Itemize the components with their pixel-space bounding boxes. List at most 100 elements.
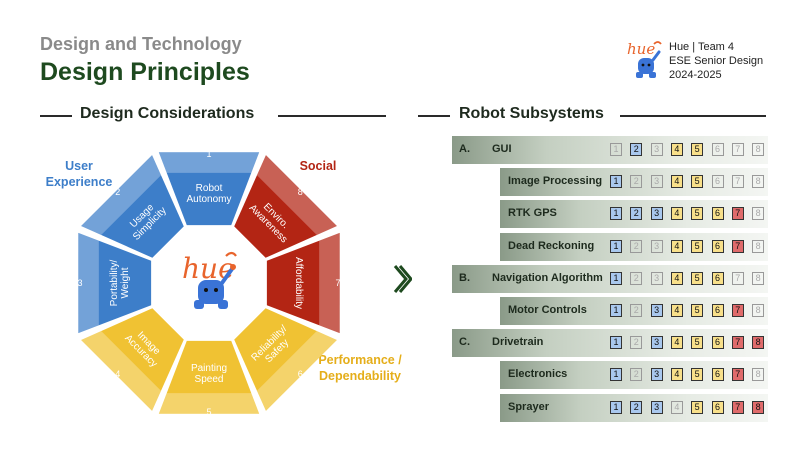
wheel-segment-number: 6 [298, 369, 303, 379]
right-rule-right [620, 115, 766, 117]
consideration-indicator-box: 7 [731, 175, 744, 189]
consideration-indicator-box: 5 [691, 336, 704, 350]
consideration-indicator-box: 3 [650, 271, 663, 285]
consideration-indicator-box: 3 [650, 239, 663, 253]
consideration-indicator-box: 4 [670, 336, 683, 350]
team-info: Hue | Team 4 ESE Senior Design 2024-2025 [669, 40, 763, 82]
consideration-indicator-box: 3 [650, 400, 663, 414]
consideration-indicator-box: 5 [691, 207, 704, 221]
consideration-indicator-box: 3 [650, 336, 663, 350]
subsystem-name: Drivetrain [492, 336, 544, 349]
subsystem-letter: C. [459, 336, 470, 349]
consideration-indicator-box: 8 [752, 207, 765, 221]
wheel-segment-band [319, 232, 340, 334]
consideration-indicator-box: 8 [752, 271, 765, 285]
consideration-indicator-box: 5 [691, 304, 704, 317]
consideration-indicator-box: 2 [630, 304, 643, 317]
consideration-indicator-box: 5 [691, 143, 704, 156]
consideration-indicator-box: 2 [630, 400, 643, 414]
consideration-indicator-box: 8 [752, 400, 765, 414]
subsystem-name: Dead Reckoning [508, 239, 595, 252]
consideration-indicator-box: 2 [630, 175, 643, 189]
wheel-segment-band [158, 393, 260, 414]
consideration-indicator-box: 4 [670, 207, 683, 221]
consideration-indicator-box: 8 [752, 368, 765, 382]
consideration-indicator-box: 4 [670, 143, 683, 156]
wheel-segment-number: 4 [115, 369, 120, 379]
consideration-indicator-box: 8 [752, 143, 765, 156]
robot-subsystems-heading: Robot Subsystems [459, 105, 604, 122]
wheel-segment-shape [78, 232, 152, 334]
team-mascot-logo: hue [627, 40, 662, 78]
subsystem-letter: B. [459, 271, 470, 284]
wheel-segment-number: 3 [77, 278, 82, 288]
wheel-segment-band [158, 152, 260, 173]
subsystem-name: Navigation Algorithm [492, 271, 603, 284]
consideration-indicator-box: 2 [630, 368, 643, 382]
consideration-indicator-box: 5 [691, 239, 704, 253]
wheel-segment-number: 7 [335, 278, 340, 288]
consideration-indicator-box: 4 [670, 175, 683, 189]
wheel-segment-band [78, 232, 99, 334]
consideration-indicator-box: 1 [610, 175, 622, 189]
subsystem-name: GUI [492, 143, 512, 155]
consideration-indicator-box: 3 [650, 304, 663, 317]
consideration-indicator-box: 5 [691, 400, 704, 414]
wheel-segment: 3 Portability/Weight [77, 232, 152, 334]
consideration-indicator-box: 1 [610, 207, 622, 221]
wheel-segment-band [81, 155, 162, 236]
consideration-indicator-box: 3 [650, 143, 663, 156]
consideration-indicator-box: 7 [731, 271, 744, 285]
consideration-indicator-box: 7 [731, 143, 744, 156]
consideration-indicator-box: 6 [711, 143, 724, 156]
consideration-indicator-box: 3 [650, 368, 663, 382]
consideration-indicator-box: 2 [630, 271, 643, 285]
wheel-segment-shape [81, 308, 184, 411]
subsystem-name: Electronics [508, 368, 568, 381]
consideration-indicator-box: 6 [711, 400, 724, 414]
wheel-segment-band [256, 155, 337, 236]
consideration-indicator-box: 5 [691, 175, 704, 189]
consideration-indicator-box: 7 [731, 304, 744, 317]
consideration-indicator-box: 1 [610, 368, 622, 382]
consideration-indicator-box: 5 [691, 271, 704, 285]
wheel-segment-shape [158, 152, 260, 226]
consideration-indicator-box: 6 [711, 368, 724, 382]
consideration-indicator-box: 7 [731, 207, 744, 221]
consideration-indicator-box: 6 [711, 304, 724, 317]
subsystem-name: RTK GPS [508, 207, 557, 220]
wheel-segment-label: Portability/Weight [109, 259, 131, 306]
consideration-indicator-box: 3 [650, 207, 663, 221]
school-year: 2024-2025 [669, 69, 722, 81]
wheel-segment-shape [266, 232, 340, 334]
consideration-indicator-box: 1 [610, 400, 622, 414]
wheel-segment-band [81, 330, 162, 411]
subsystem-letter: A. [459, 143, 470, 155]
consideration-indicator-box: 6 [711, 336, 724, 350]
consideration-indicator-box: 2 [630, 336, 643, 350]
consideration-indicator-box: 1 [610, 271, 622, 285]
consideration-indicator-box: 2 [630, 239, 643, 253]
consideration-indicator-box: 8 [752, 336, 765, 350]
consideration-indicator-box: 5 [691, 368, 704, 382]
left-rule-left [40, 115, 72, 117]
wheel-segment-shape [234, 155, 337, 258]
wheel-segment-band [256, 330, 337, 411]
consideration-indicator-box: 6 [711, 271, 724, 285]
consideration-indicator-box: 6 [711, 175, 724, 189]
consideration-indicator-box: 4 [670, 400, 683, 414]
page-subtitle: Design and Technology [40, 34, 242, 54]
consideration-indicator-box: 4 [670, 304, 683, 317]
consideration-indicator-box: 6 [711, 239, 724, 253]
wheel-segment-shape [81, 155, 184, 258]
consideration-indicator-box: 2 [630, 143, 643, 156]
